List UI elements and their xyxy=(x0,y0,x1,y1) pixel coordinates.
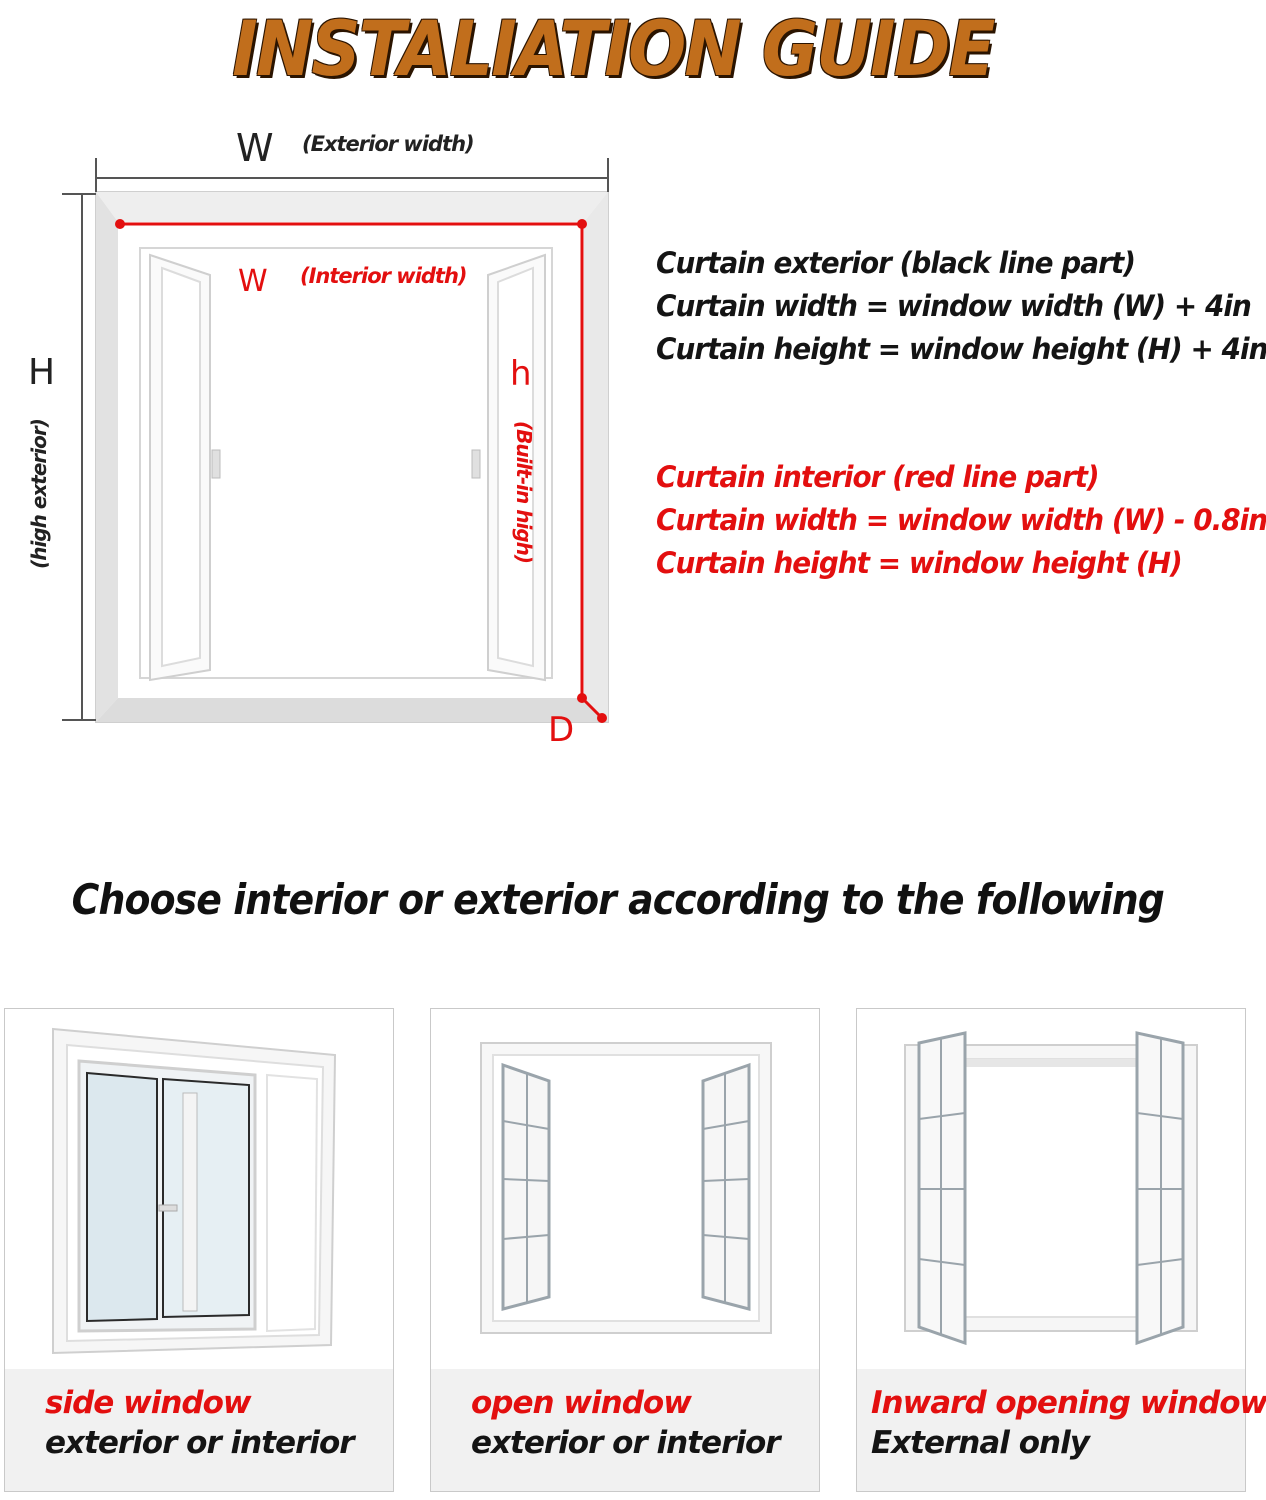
right-sash-glass xyxy=(497,266,534,668)
exterior-width-symbol: W xyxy=(236,126,274,170)
inward-window-drawing xyxy=(904,1031,1198,1346)
exterior-width-rule: Curtain width = window width (W) + 4in xyxy=(656,289,1252,323)
inward-window-option: External only xyxy=(871,1425,1090,1461)
interior-height-label: (Built-in high) xyxy=(512,420,536,564)
interior-formulas: Curtain interior (red line part) Curtain… xyxy=(656,456,1266,585)
window-measurement-diagram: W (Exterior width) W (Interior width) H … xyxy=(0,110,640,760)
left-sash-glass xyxy=(161,266,201,668)
frame-right-bevel xyxy=(584,192,608,722)
exterior-heading: Curtain exterior (black line part) xyxy=(656,246,1136,280)
interior-height-rule: Curtain height = window height (H) xyxy=(656,546,1183,580)
choose-heading: Choose interior or exterior according to… xyxy=(0,875,1266,924)
card-side-window: side window exterior or interior xyxy=(4,1008,394,1492)
open-window-image xyxy=(431,1009,819,1369)
inward-window-caption: Inward opening window External only xyxy=(857,1369,1266,1491)
exterior-width-label: (Exterior width) xyxy=(302,132,475,156)
interior-width-label: (Interior width) xyxy=(300,264,468,288)
interior-width-rule: Curtain width = window width (W) - 0.8in xyxy=(656,503,1266,537)
side-window-option: exterior or interior xyxy=(45,1425,355,1461)
frame-bottom-bevel xyxy=(96,698,608,722)
interior-width-symbol: W xyxy=(238,264,268,299)
right-handle xyxy=(471,449,481,479)
title-text: INSTALIATION GUIDE xyxy=(232,3,995,93)
sliding-window-drawing xyxy=(52,1027,337,1355)
page-title: INSTALIATION GUIDE xyxy=(0,0,1266,96)
exterior-height-rule: Curtain height = window height (H) + 4in xyxy=(656,332,1266,366)
open-window-type: open window xyxy=(471,1385,692,1421)
depth-symbol: D xyxy=(548,710,575,750)
side-window-caption: side window exterior or interior xyxy=(5,1369,393,1491)
card-inward-window: Inward opening window External only xyxy=(856,1008,1266,1492)
open-window-drawing xyxy=(480,1042,772,1334)
side-window-type: side window xyxy=(45,1385,252,1421)
open-window-option: exterior or interior xyxy=(471,1425,781,1461)
frame-left-bevel xyxy=(96,192,118,722)
choose-heading-text: Choose interior or exterior according to… xyxy=(71,875,1165,924)
window-frame-drawing xyxy=(62,158,609,723)
exterior-formulas: Curtain exterior (black line part) Curta… xyxy=(656,242,1266,371)
left-handle xyxy=(211,449,221,479)
frame-top-bevel xyxy=(96,192,608,222)
interior-height-symbol: h xyxy=(510,354,532,394)
exterior-height-label: (high exterior) xyxy=(27,419,51,569)
card-open-window: open window exterior or interior xyxy=(430,1008,820,1492)
side-window-image xyxy=(5,1009,393,1369)
interior-heading: Curtain interior (red line part) xyxy=(656,460,1100,494)
inward-window-type: Inward opening window xyxy=(871,1385,1266,1421)
exterior-height-symbol: H xyxy=(28,352,56,393)
open-window-caption: open window exterior or interior xyxy=(431,1369,819,1491)
inward-window-image xyxy=(857,1009,1245,1369)
